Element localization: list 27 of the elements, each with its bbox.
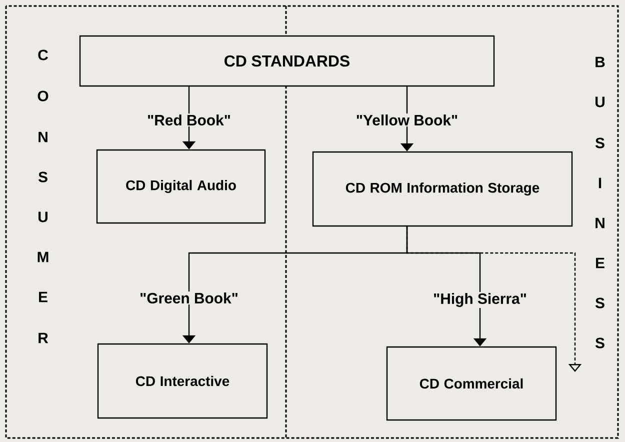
process-box: CD ROM Information Storage [312,151,573,227]
process-box: CD Digital Audio [96,149,266,224]
process-box: CD STANDARDS [79,35,495,87]
side-letter: S [38,172,48,182]
side-letter: B [596,56,605,68]
edge-label: "Yellow Book" [354,114,460,126]
side-letter: U [38,212,48,222]
side-letter: N [38,132,48,142]
side-letter: I [598,178,602,188]
side-letter: U [596,96,604,108]
side-letter: E [596,258,604,268]
side-letter: O [38,90,48,102]
arrow [406,226,487,346]
side-letter: S [595,298,604,308]
side-letter: E [39,292,48,302]
side-letter: C [38,50,48,60]
side-letter: N [596,218,604,228]
process-box: CD Interactive [97,343,268,419]
side-letter: M [38,252,48,262]
side-letter: R [38,332,48,344]
side-letter: S [595,138,604,148]
edge-label: "Red Book" [146,114,232,126]
edge-label: "Green Book" [138,292,240,304]
side-letter: S [595,338,604,348]
process-box: CD Commercial [386,346,557,421]
edge-label: "High Sierra" [432,292,528,308]
arrow [406,226,582,372]
